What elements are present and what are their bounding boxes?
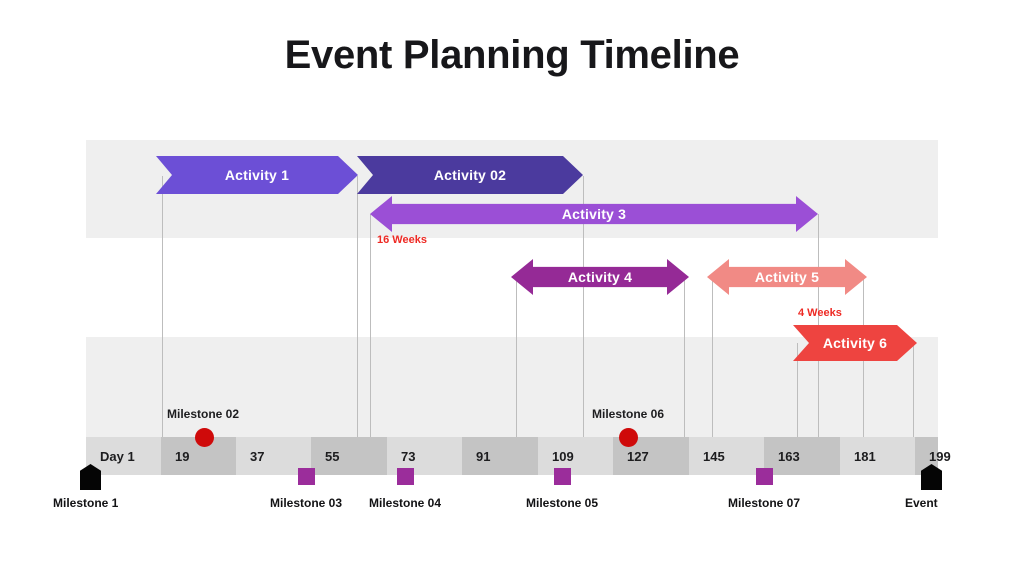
duration-annotation-0: 16 Weeks	[377, 234, 427, 246]
milestone-dot-label-1: Milestone 06	[592, 407, 665, 421]
activity-label: Activity 4	[567, 269, 633, 285]
axis-cell-5[interactable]: 91	[462, 437, 538, 475]
activity-label: Activity 5	[754, 269, 820, 285]
milestone-square-1[interactable]	[397, 468, 414, 485]
milestone-dot-1[interactable]	[619, 428, 638, 447]
axis-cell-label: 127	[627, 448, 649, 464]
axis-cell-label: 73	[401, 448, 416, 464]
gridline-4	[583, 176, 584, 438]
axis-cell-9[interactable]: 163	[764, 437, 840, 475]
axis-cell-label: 37	[250, 448, 265, 464]
activity-label: Activity 02	[433, 167, 507, 183]
gridline-7	[797, 343, 798, 438]
gridline-10	[913, 343, 914, 438]
timeline-axis[interactable]: Day 1 19 37 55 73 91 109 127 145 163 181 199	[86, 437, 951, 475]
gridline-0	[162, 176, 163, 438]
gridline-3	[516, 277, 517, 438]
activity-bar-1[interactable]: Activity 1	[156, 156, 358, 194]
duration-annotation-1: 4 Weeks	[798, 307, 842, 319]
milestone-square-2[interactable]	[554, 468, 571, 485]
milestone-dot-label-0: Milestone 02	[167, 407, 240, 421]
axis-cell-3[interactable]: 55	[311, 437, 387, 475]
axis-cell-label: 199	[929, 448, 951, 464]
milestone-flag-label-1: Event	[905, 496, 938, 510]
axis-cell-label: 109	[552, 448, 574, 464]
axis-cell-label: 55	[325, 448, 340, 464]
axis-cell-label: Day 1	[100, 448, 135, 464]
milestone-square-label-1: Milestone 04	[369, 496, 442, 510]
axis-cell-label: 163	[778, 448, 800, 464]
axis-cell-label: 181	[854, 448, 876, 464]
axis-cell-6[interactable]: 109	[538, 437, 613, 475]
activity-bar-6[interactable]: Activity 6	[793, 325, 917, 361]
milestone-square-0[interactable]	[298, 468, 315, 485]
activity-bar-2[interactable]: Activity 02	[357, 156, 583, 194]
milestone-dot-0[interactable]	[195, 428, 214, 447]
gridline-6	[712, 277, 713, 438]
milestone-flag-1[interactable]	[921, 464, 942, 490]
milestone-flag-0[interactable]	[80, 464, 101, 490]
gridline-2	[370, 214, 371, 438]
axis-cell-label: 91	[476, 448, 491, 464]
milestone-square-label-2: Milestone 05	[526, 496, 599, 510]
activity-label: Activity 6	[822, 335, 888, 351]
gridline-5	[684, 277, 685, 438]
activity-label: Activity 1	[224, 167, 290, 183]
activity-bar-4[interactable]: Activity 4	[511, 259, 689, 295]
axis-cell-label: 145	[703, 448, 725, 464]
page-title: Event Planning Timeline	[284, 33, 740, 77]
axis-cell-10[interactable]: 181	[840, 437, 915, 475]
axis-cell-label: 19	[175, 448, 190, 464]
activity-label: Activity 3	[561, 206, 627, 222]
milestone-flag-label-0: Milestone 1	[53, 496, 119, 510]
axis-cell-8[interactable]: 145	[689, 437, 764, 475]
activity-bar-5[interactable]: Activity 5	[707, 259, 867, 295]
band-bottom	[86, 337, 938, 437]
milestone-square-label-0: Milestone 03	[270, 496, 343, 510]
gridline-1	[357, 176, 358, 438]
milestone-square-3[interactable]	[756, 468, 773, 485]
axis-cell-0[interactable]: Day 1	[86, 437, 161, 475]
milestone-square-label-3: Milestone 07	[728, 496, 801, 510]
